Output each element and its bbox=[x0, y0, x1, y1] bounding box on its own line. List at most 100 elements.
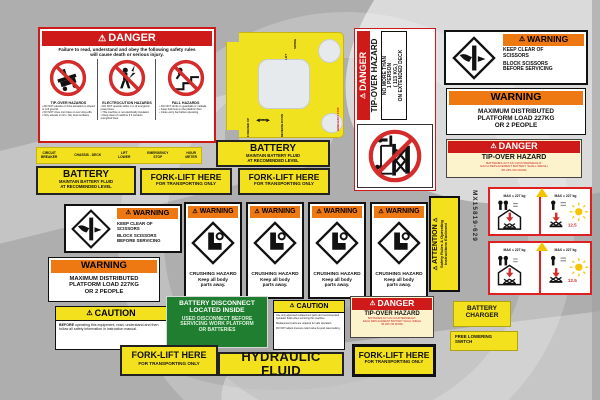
danger-word: DANGER bbox=[108, 32, 156, 45]
hazard-bullet: Only elevate on firm, flat, level surfac… bbox=[42, 114, 95, 118]
alert-triangle-icon: ⚠ bbox=[125, 210, 132, 217]
console-strip-label: CIRCUIT BREAKER CHASSIS - DECK LIFT LOWE… bbox=[36, 147, 202, 164]
caution-word: CAUTION bbox=[296, 302, 329, 310]
battery-title: BATTERY bbox=[62, 169, 110, 180]
disconnect-line: OR BATTERIES bbox=[198, 326, 236, 333]
tipover-sub: 68 LBS OR MORE bbox=[381, 322, 403, 326]
tipover-title: TIP-OVER HAZARD bbox=[364, 311, 420, 317]
charger-line: CHARGER bbox=[465, 312, 499, 320]
caution-service-parts-label: ⚠ CAUTION Use only approved replacement … bbox=[273, 300, 345, 350]
scissors-line: BEFORE SERVICING bbox=[117, 238, 161, 244]
danger-tipover-extended-deck-label: ⚠ DANGER TIP-OVER HAZARD NO MORE THAN 1 … bbox=[354, 28, 436, 191]
alert-triangle-icon: ⚠ bbox=[378, 208, 384, 215]
crushing-line: Keep all body bbox=[198, 276, 228, 282]
battery-line1: MAINTAIN BATTERY FLUID bbox=[58, 179, 114, 184]
crushing-line: parts away. bbox=[262, 281, 288, 287]
forklift-line1: FORK-LIFT HERE bbox=[248, 172, 320, 182]
warning-crushing-hazard-label: ⚠WARNING CRUSHING HAZARD Keep all body p… bbox=[184, 202, 242, 299]
warning-crushing-hazard-label: ⚠WARNING CRUSHING HAZARD Keep all body p… bbox=[370, 202, 428, 299]
forklift-line1: FORK-LIFT HERE bbox=[131, 350, 207, 360]
disconnect-title: LOCATED INSIDE bbox=[189, 307, 245, 315]
control-panel-overlay-decal: SWING LIFT FORWARD UP ◄╍╍► REVERSE DOWN … bbox=[225, 31, 344, 141]
scissors-crush-diamond-icon bbox=[452, 35, 496, 80]
alert-triangle-icon: ⚠ bbox=[192, 208, 198, 215]
caution-line: Use only approved replacement parts and … bbox=[276, 314, 340, 320]
danger-safety-rules-label: ⚠ DANGER Failure to read, understand and… bbox=[38, 27, 216, 143]
attention-word: ATTENTION bbox=[432, 224, 439, 264]
crush-boot-diamond-icon bbox=[377, 221, 421, 265]
battery-line1: MAINTAIN BATTERY FLUID bbox=[245, 153, 301, 158]
hazard-col-title: TIP-OVER HAZARDS bbox=[50, 100, 87, 105]
warning-max-platform-load-label: WARNING MAXIMUM DISTRIBUTED PLATFORM LOA… bbox=[446, 88, 586, 135]
strip-item: CHASSIS - DECK bbox=[74, 152, 102, 157]
caution-body: operating this equipment, read, understa… bbox=[59, 323, 159, 332]
intro-line1: Failure to read, understand and obey the… bbox=[58, 47, 196, 52]
hazard-bullet: DO NOT operate within 3 m of energized p… bbox=[101, 105, 154, 112]
tipover-title: TIP-OVER HAZARD bbox=[481, 154, 547, 161]
panel-display-cutout bbox=[258, 59, 310, 109]
free-lowering-switch-label: FREE LOWERING SWITCH bbox=[450, 331, 518, 351]
deck-rule-line: ON EXTENDED DECK bbox=[398, 49, 405, 102]
caution-word: CAUTION bbox=[94, 307, 136, 318]
hazard-bullet: This machine is not electrically insulat… bbox=[101, 111, 154, 115]
scissors-line: BLOCK SCISSORS bbox=[503, 60, 549, 67]
crushing-title: CRUSHING HAZARD bbox=[375, 271, 423, 277]
crush-boot-diamond-icon bbox=[315, 221, 359, 265]
disconnect-line: SERVICING WORK PLATFORM bbox=[180, 321, 254, 327]
strip-item: LOWER bbox=[118, 154, 131, 159]
strip-item: METER bbox=[185, 154, 197, 159]
switch-line: SWITCH bbox=[455, 338, 473, 344]
attention-manual-enclosed-label: ⚠ ATTENTION ⚠ Safety Rules & Operating I… bbox=[429, 196, 460, 292]
svg-text:12.5: 12.5 bbox=[567, 222, 576, 227]
strip-item: STOP bbox=[153, 154, 163, 159]
crushing-line: Keep all body bbox=[384, 276, 414, 282]
hazard-bullet: Keep clear of machine if it contacts ene… bbox=[101, 114, 154, 121]
strip-item: LIFT bbox=[120, 150, 128, 155]
alert-triangle-icon bbox=[536, 242, 548, 251]
crushing-title: CRUSHING HAZARD bbox=[251, 271, 299, 277]
part-number-text: MX15819-629 bbox=[471, 190, 478, 242]
fall-prohibition-icon bbox=[167, 59, 204, 97]
panel-notch-top bbox=[225, 31, 239, 42]
warning-crushing-hazard-label: ⚠WARNING CRUSHING HAZARD Keep all body p… bbox=[308, 202, 366, 299]
hazard-bullet: Close entry bar before operating. bbox=[159, 111, 212, 115]
charger-line: BATTERY bbox=[467, 305, 497, 312]
warning-crushing-hazard-label: ⚠WARNING CRUSHING HAZARD Keep all body p… bbox=[246, 202, 304, 299]
crushing-line: Keep all body bbox=[322, 276, 352, 282]
warning-word: WARNING bbox=[133, 208, 170, 218]
capacity-pictogram-label: MAX = 227 kg MAX = 227 kg 12. bbox=[488, 187, 592, 236]
hydraulic-fluid-label: HYDRAULIC FLUID bbox=[218, 349, 344, 378]
sheet-right-edge bbox=[592, 0, 600, 400]
crushing-title: CRUSHING HAZARD bbox=[313, 271, 361, 277]
scissors-line: BLOCK SCISSORS bbox=[117, 233, 157, 239]
svg-text:12.5: 12.5 bbox=[567, 278, 576, 283]
alert-triangle-icon: ⚠ bbox=[490, 143, 497, 151]
caution-read-manual-label: ⚠ CAUTION BEFORE operating this equipmen… bbox=[55, 306, 167, 350]
max-load-line: MAXIMUM DISTRIBUTED bbox=[478, 108, 554, 115]
panel-reverse-down-text: REVERSE DOWN bbox=[280, 114, 284, 137]
forklift-here-label: FORK-LIFT HERE FOR TRANSPORTING ONLY bbox=[120, 345, 218, 376]
danger-word: DANGER bbox=[377, 298, 415, 309]
warning-word: WARNING bbox=[323, 208, 358, 216]
warning-keep-clear-scissors-label: ⚠ WARNING KEEP CLEAR OF SCISSORS BLOCK S… bbox=[444, 30, 588, 85]
max-outdoor-text: MAX = 227 kg bbox=[554, 248, 577, 252]
intro-line2: will cause death or serious injury. bbox=[90, 52, 164, 58]
danger-tipover-battery-label: ⚠ DANGER TIP-OVER HAZARD BATTERIES ACT A… bbox=[446, 139, 582, 178]
warning-word: WARNING bbox=[81, 260, 127, 272]
warning-max-platform-load-label: WARNING MAXIMUM DISTRIBUTED PLATFORM LOA… bbox=[48, 257, 160, 302]
hazard-bullet: DO NOT drive into holes or over drop-off… bbox=[42, 111, 95, 115]
indoor-capacity-icon bbox=[497, 255, 521, 286]
electrocution-prohibition-icon bbox=[108, 59, 146, 97]
strip-item: BREAKER bbox=[41, 154, 58, 159]
battery-line2: AT RECOMENDED LEVEL bbox=[247, 157, 299, 163]
max-indoor-text: MAX = 227 kg bbox=[503, 248, 526, 252]
crush-boot-diamond-icon bbox=[253, 221, 297, 265]
hazard-col-title: ELECTROCUTION HAZARDS bbox=[102, 100, 152, 105]
indoor-capacity-icon bbox=[497, 200, 521, 230]
outdoor-capacity-icon: 12.5 bbox=[549, 200, 588, 227]
danger-tipover-battery-label: ⚠ DANGER TIP-OVER HAZARD BATTERIES ACT A… bbox=[350, 296, 434, 338]
forklift-line2: FOR TRANSPORTING ONLY bbox=[138, 360, 200, 366]
strip-item: EMERGENCY bbox=[147, 150, 169, 155]
panel-drive-arrows: ◄╍╍► bbox=[255, 118, 271, 124]
